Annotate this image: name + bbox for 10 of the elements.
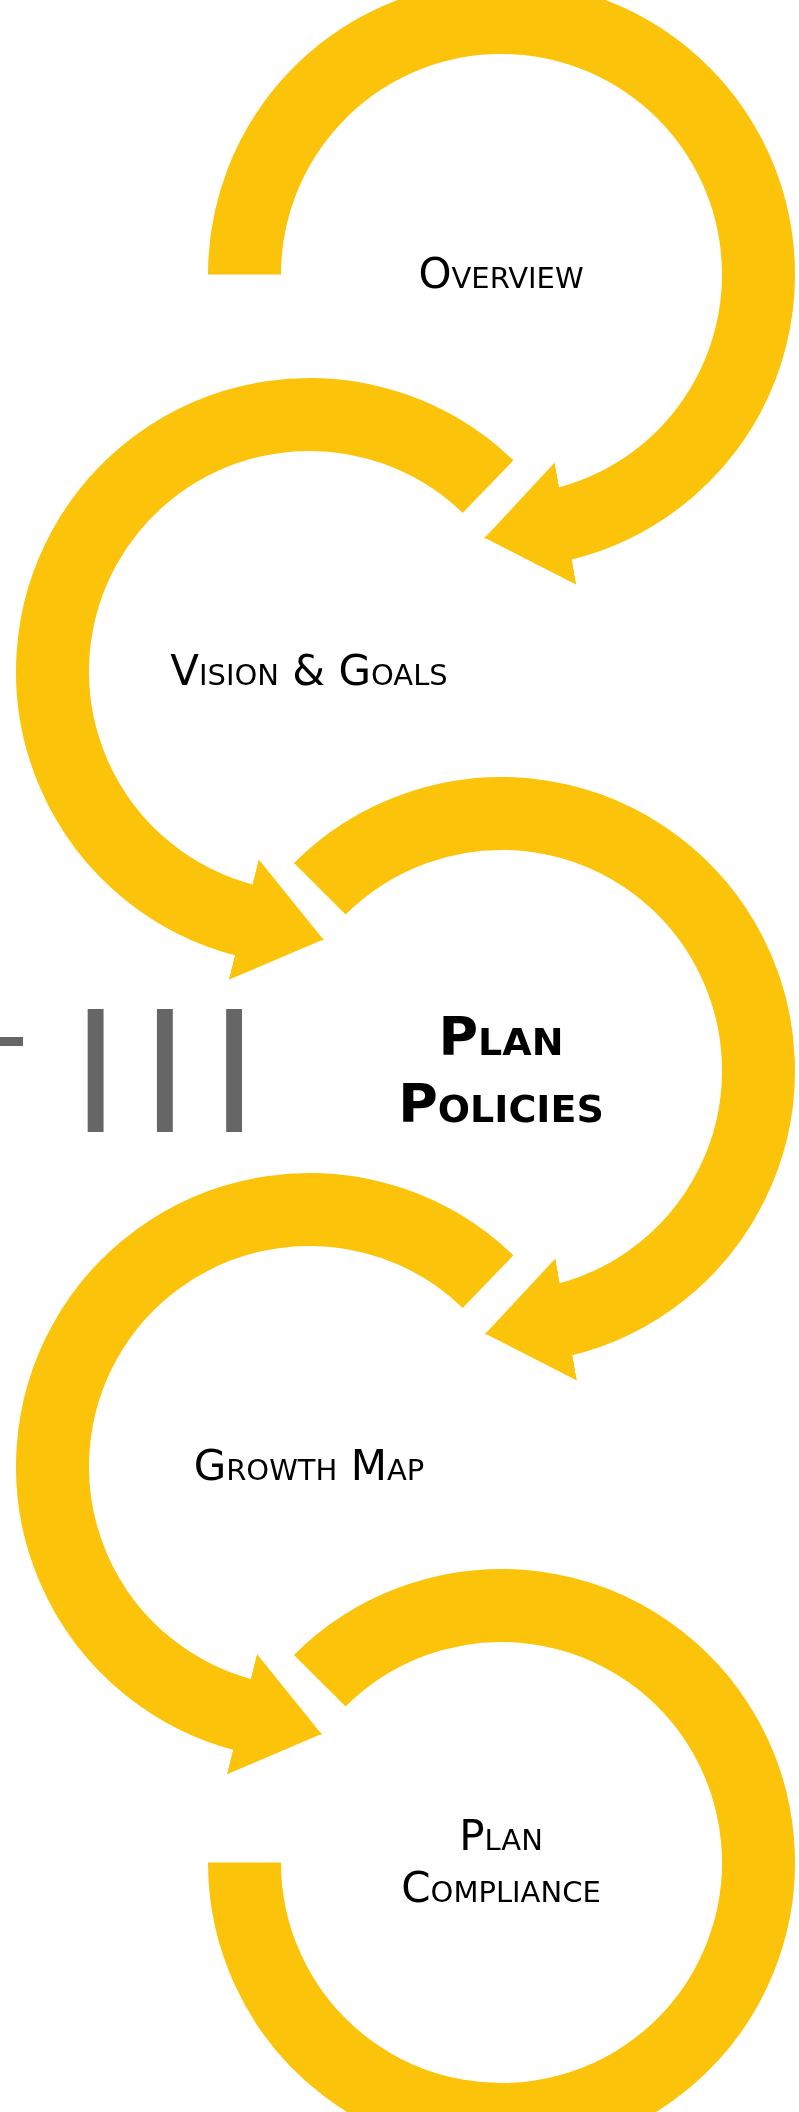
step-label: Overview [418, 247, 584, 300]
arrow [484, 1258, 577, 1381]
arrow [228, 859, 325, 980]
step-label: Plan Compliance [400, 1809, 602, 1914]
step-label: Vision & Goals [170, 644, 448, 697]
arrow [226, 1654, 323, 1775]
section-numeral: III [72, 980, 280, 1160]
step-label: Plan Policies [397, 1003, 605, 1137]
step-label: Growth Map [193, 1439, 425, 1492]
arrow [483, 462, 577, 585]
